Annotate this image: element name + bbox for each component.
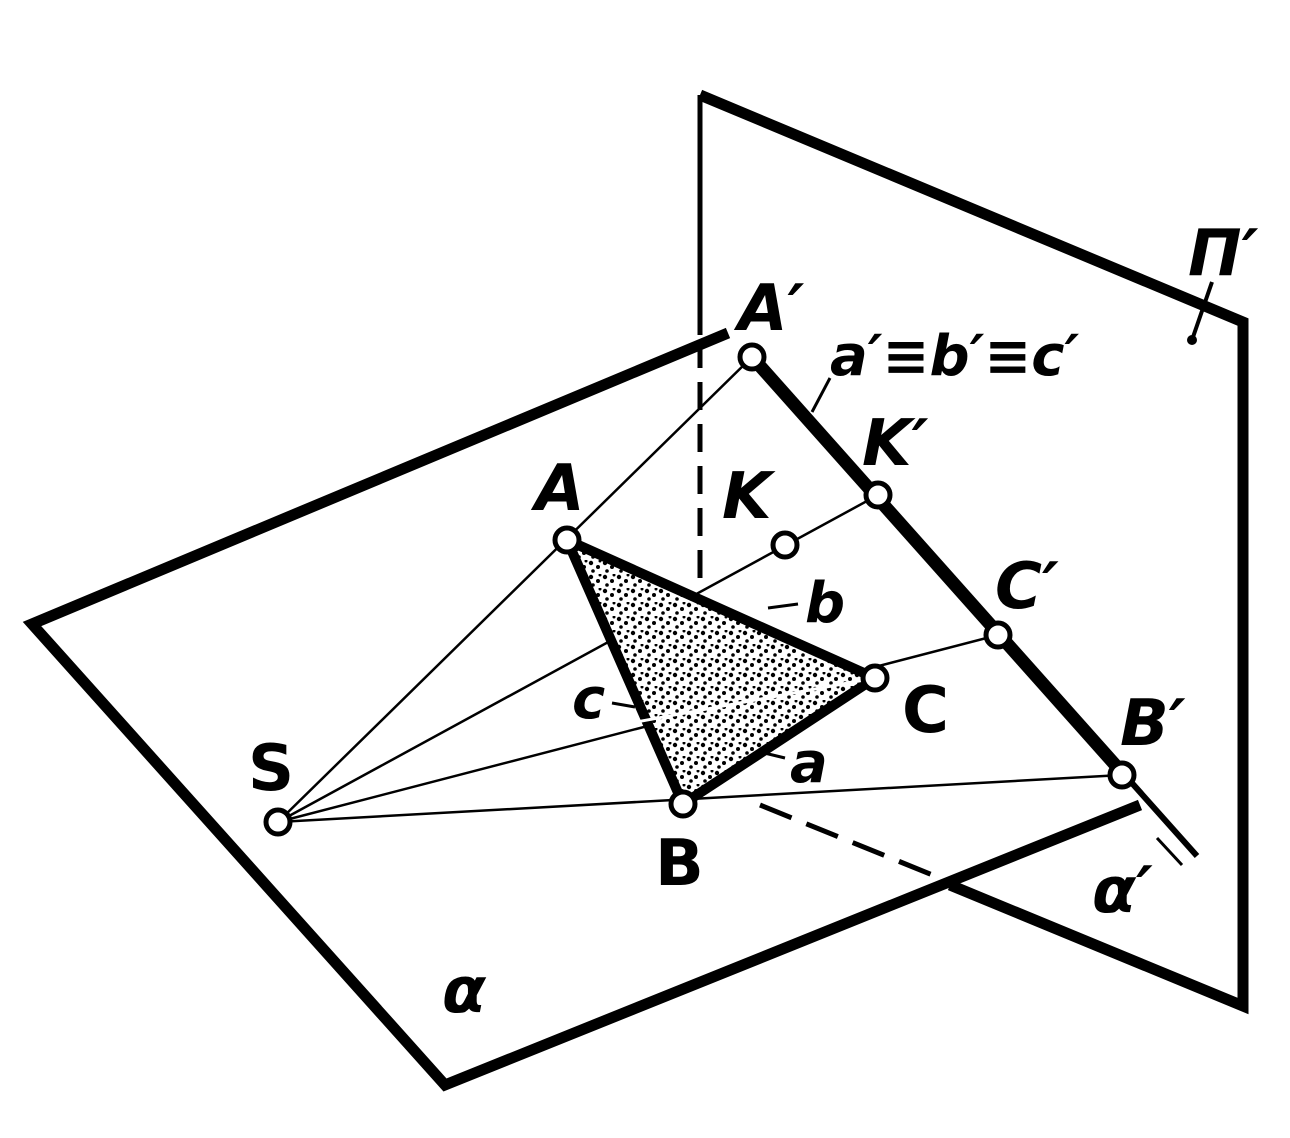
point-b-prime: [1107, 760, 1137, 790]
point-a-prime: [737, 342, 767, 372]
points: [263, 342, 1137, 837]
side-a-leader: [759, 750, 786, 760]
label-side-a: a: [790, 731, 828, 796]
triangle-abc: [562, 535, 880, 809]
label-proj-a: A′: [733, 272, 805, 346]
point-c: [860, 663, 890, 693]
label-coincident-projection: a′≡b′≡c′: [830, 324, 1079, 389]
ray-s-a: [277, 356, 753, 823]
label-side-b: b: [805, 571, 845, 636]
point-a: [552, 525, 582, 555]
point-s: [263, 807, 293, 837]
point-b: [668, 789, 698, 819]
label-plane-pi: Π′: [1188, 217, 1259, 291]
label-plane-alpha: α: [442, 954, 487, 1028]
label-point-c: C: [902, 674, 949, 748]
label-proj-b: B′: [1120, 687, 1186, 761]
side-b-leader: [767, 602, 799, 610]
label-proj-c: C′: [995, 550, 1059, 624]
label-point-k: K: [722, 460, 776, 534]
label-point-b: B: [655, 827, 704, 901]
coincident-projection-thick: [755, 361, 1123, 773]
label-proj-k: K′: [862, 407, 929, 481]
coincident-projection-leader: [810, 377, 832, 413]
pi-plane-leader: [1190, 281, 1214, 341]
label-point-a: A: [530, 452, 585, 526]
pi-plane-bottom-hidden: [759, 802, 941, 881]
trace-alpha-leader: [1155, 836, 1184, 867]
point-k-prime: [863, 480, 893, 510]
triangle-fill: [567, 540, 875, 804]
projection-plane-pi: [697, 89, 1249, 1015]
label-side-c: c: [572, 667, 605, 732]
side-c-leader: [611, 701, 636, 709]
alpha-plane-outline: [22, 327, 1143, 1092]
plane-alpha: [22, 327, 1143, 1092]
point-k: [770, 530, 800, 560]
label-point-s: S: [248, 732, 294, 806]
triangle-outline: [562, 535, 880, 809]
labels: S A B C K A′ K′ C′ B′ a b c a′≡b′≡c′ Π′ …: [248, 217, 1259, 1028]
label-trace-alpha: α′: [1092, 854, 1153, 928]
point-c-prime: [983, 620, 1013, 650]
triangle-inner-line: [619, 676, 876, 727]
pi-plane-edge-top: [697, 89, 1249, 1015]
